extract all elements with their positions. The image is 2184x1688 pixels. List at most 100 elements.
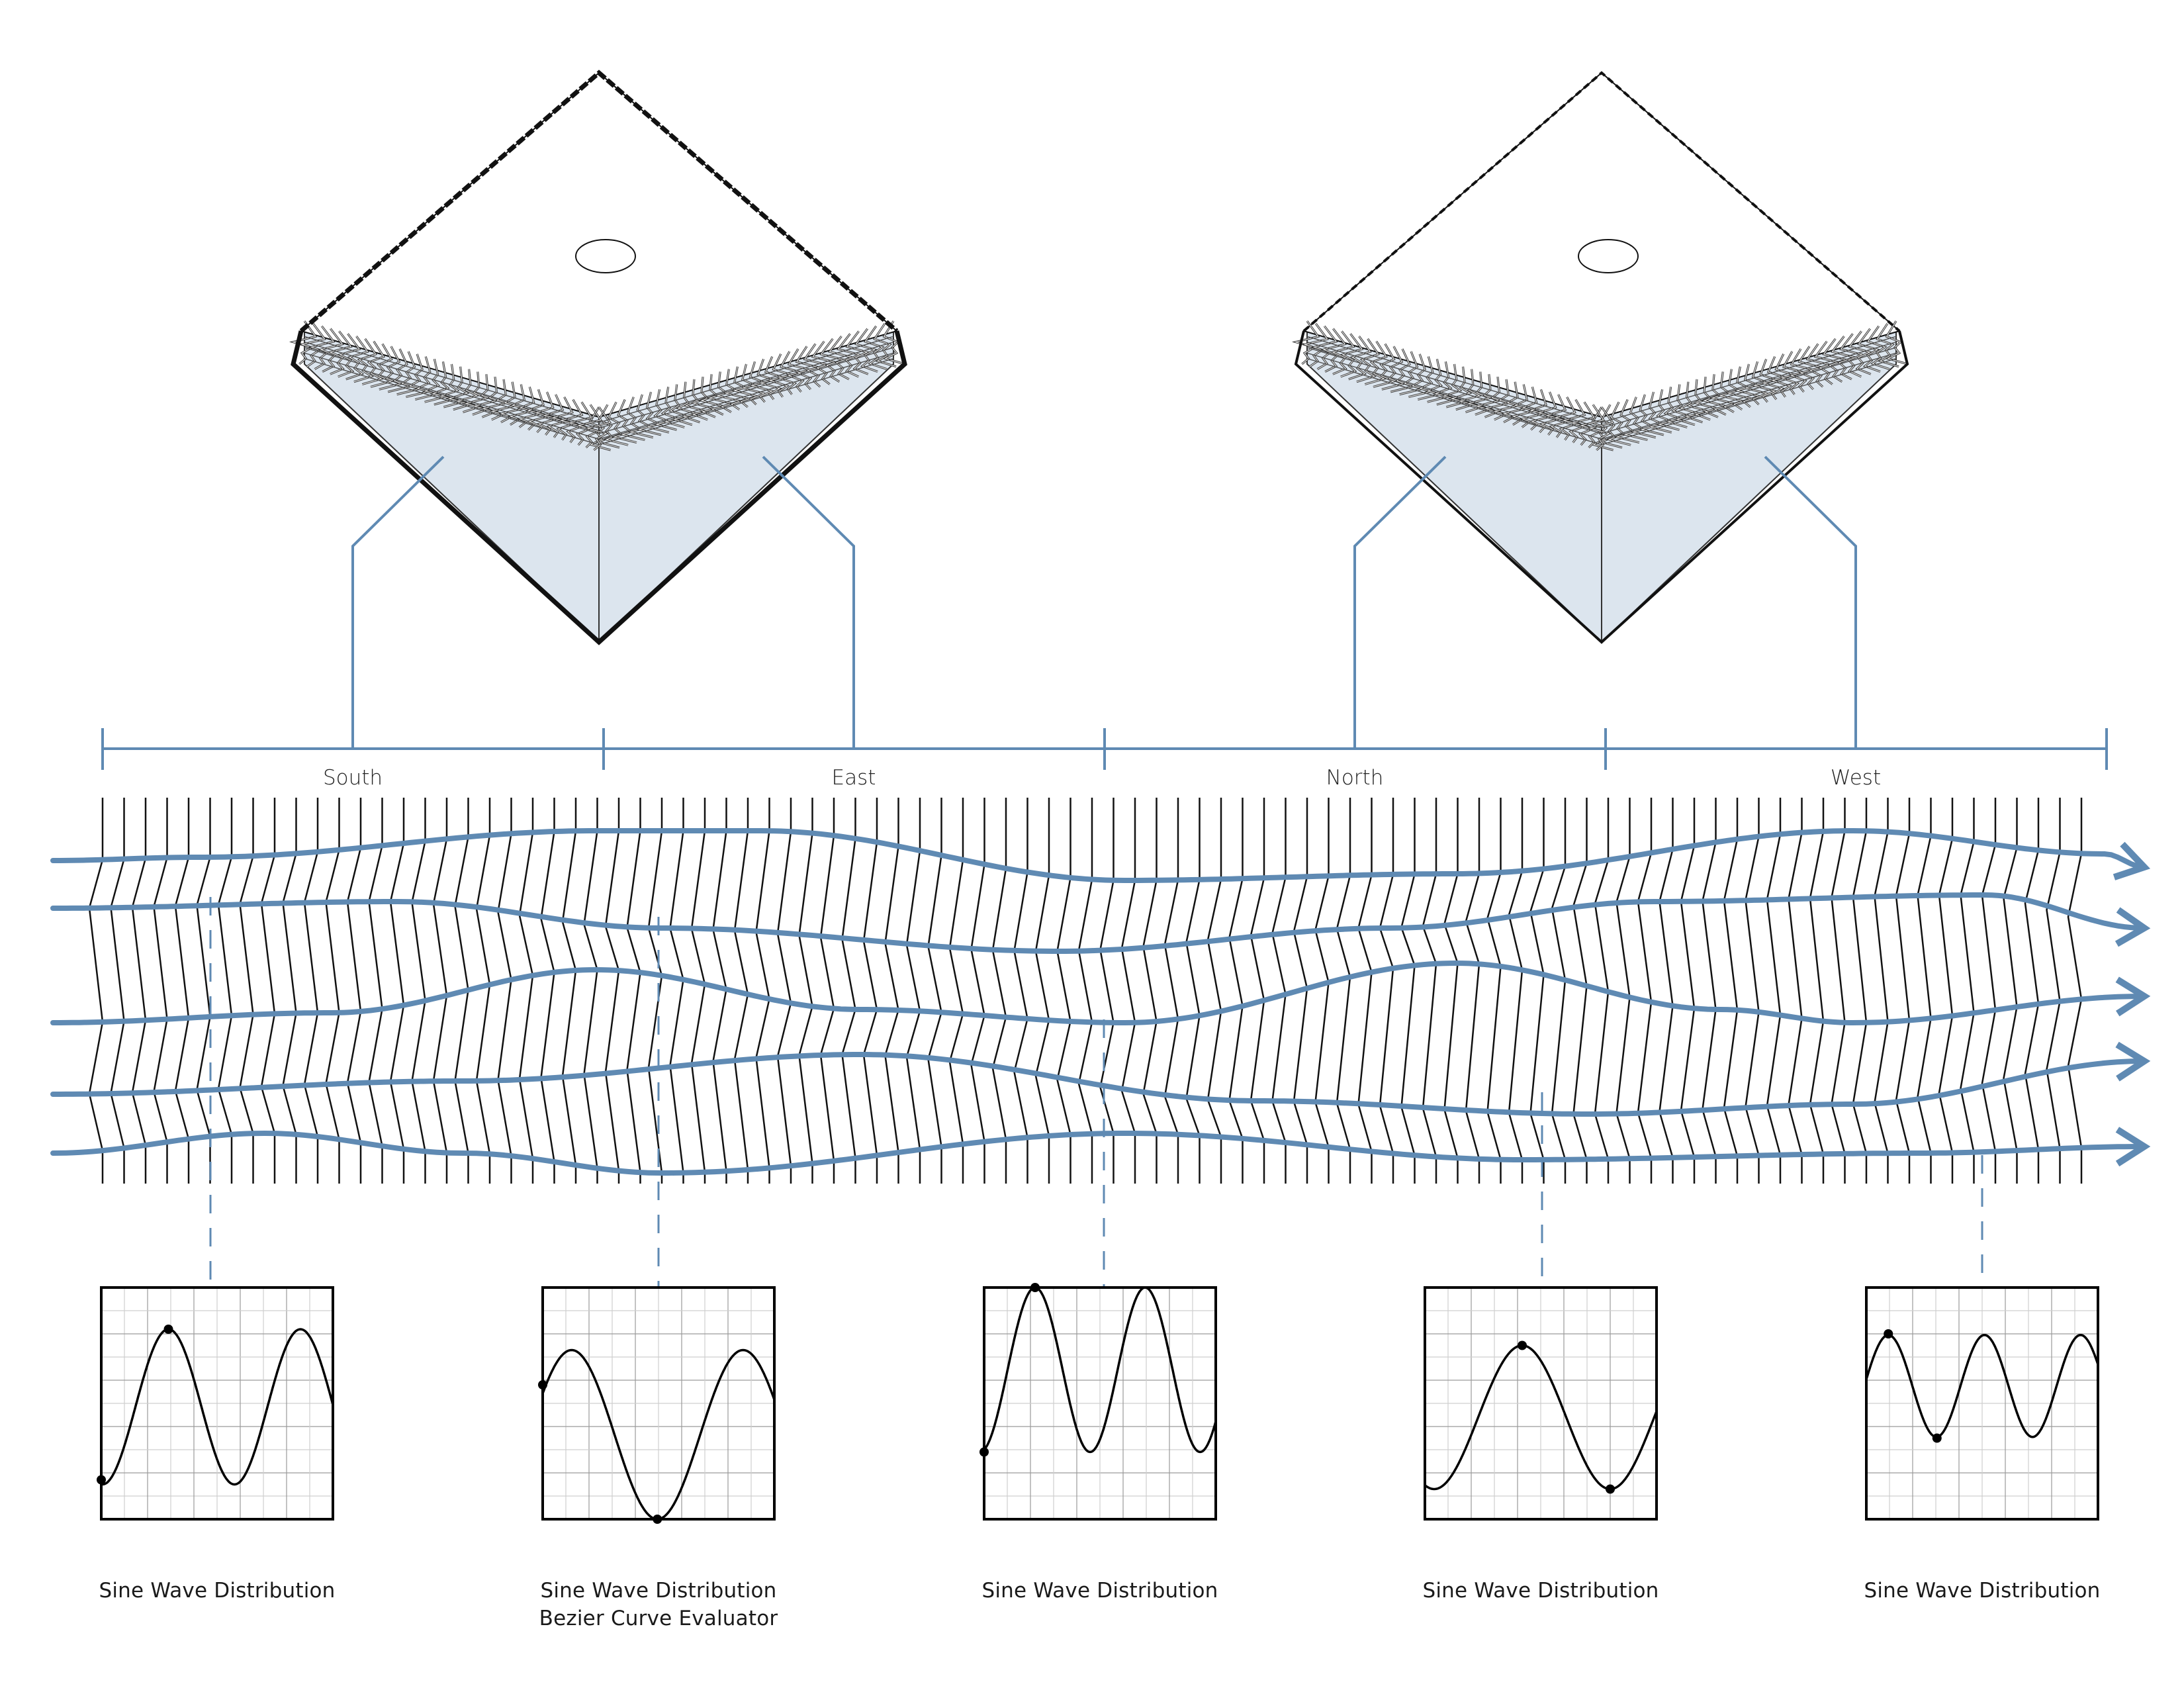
facade-fin	[991, 798, 1007, 1184]
facade-fin	[1831, 798, 1846, 1184]
facade-fin	[1013, 798, 1028, 1184]
wall-fin-highlight	[855, 328, 878, 372]
wall-fin-highlight	[1762, 356, 1788, 400]
sine-chart-5	[1865, 1286, 2099, 1521]
chart-frame	[100, 1286, 334, 1521]
facade-fins	[88, 798, 2083, 1184]
data-point-marker	[97, 1475, 106, 1485]
data-point-marker	[1932, 1433, 1942, 1443]
wall-fin-highlight	[743, 361, 766, 405]
wall-fin-highlight	[1632, 394, 1656, 438]
floor-line	[1306, 341, 1897, 429]
sine-chart-1	[97, 1286, 334, 1521]
data-point-marker	[1606, 1484, 1615, 1494]
wall-fin-highlight	[1332, 330, 1355, 375]
facade-fin	[1034, 798, 1050, 1184]
flow-curve	[50, 1130, 2147, 1176]
facade-fin	[798, 798, 813, 1184]
facade-fin	[1874, 798, 1889, 1184]
sine-charts	[97, 1283, 2099, 1524]
chart-frame	[1424, 1286, 1658, 1521]
sine-chart-3	[979, 1283, 1217, 1521]
wall-fin-highlight	[647, 389, 670, 433]
facade-fin	[1788, 798, 1803, 1184]
facade-fin	[819, 798, 835, 1184]
wall-fin-highlight	[664, 384, 690, 428]
flow-curves	[50, 828, 2151, 1176]
sine-curve	[983, 1286, 1217, 1454]
facade-fin	[1142, 798, 1158, 1184]
facade-fin	[1465, 798, 1480, 1184]
flow-curve	[50, 828, 2147, 883]
wall-fin-highlight	[1666, 384, 1692, 428]
wall-fin-highlight	[829, 336, 853, 380]
facade-fin	[1766, 798, 1782, 1184]
wall-fin-highlight	[1615, 399, 1640, 444]
wall-fin-highlight	[1640, 391, 1664, 436]
facade-fin	[755, 798, 770, 1184]
caption-chart-4: Sine Wave Distribution	[1375, 1577, 1706, 1605]
arrow-head-icon	[2115, 907, 2151, 947]
facade-fin	[1572, 798, 1588, 1184]
facade-fin	[475, 798, 491, 1184]
facade-fin	[905, 798, 921, 1184]
orientation-ruler: South East North West	[101, 728, 2108, 790]
caption-line: Sine Wave Distribution	[99, 1579, 336, 1603]
facade-fin	[690, 798, 706, 1184]
facade-fin	[1745, 798, 1760, 1184]
wall-fin-highlight	[1340, 333, 1363, 377]
building-b	[1291, 71, 1909, 644]
ruler-label-south: South	[323, 766, 383, 790]
caption-line: Sine Wave Distribution	[540, 1579, 777, 1603]
facade-fin	[346, 798, 362, 1184]
facade-fin	[1702, 798, 1717, 1184]
wall-fin-highlight	[1831, 336, 1856, 380]
caption-line: Sine Wave Distribution	[981, 1579, 1218, 1603]
facade-fin	[1680, 798, 1696, 1184]
wall-fin-highlight	[1867, 326, 1890, 370]
wall-fin-highlight	[759, 356, 785, 400]
facade-fin	[1400, 798, 1416, 1184]
wall-fin-highlight	[820, 338, 845, 383]
facade-fin	[2003, 798, 2018, 1184]
flow-curve	[50, 960, 2147, 1026]
wall-fin-highlight	[1823, 338, 1848, 383]
facade-fin	[884, 798, 899, 1184]
facade-fin	[1852, 798, 1868, 1184]
facade-fin	[1185, 798, 1201, 1184]
wall-fin-highlight	[629, 394, 653, 438]
facade-fin	[411, 798, 426, 1184]
data-point-marker	[538, 1380, 547, 1389]
facade-fin	[1163, 798, 1179, 1184]
arrow-head-icon	[2113, 841, 2151, 880]
facade-fin	[110, 798, 125, 1184]
wall-fin-highlight	[733, 363, 758, 408]
facade-fin	[1314, 798, 1330, 1184]
data-point-marker	[1518, 1340, 1527, 1350]
wall-fin-highlight	[1657, 387, 1682, 430]
wall-fin-highlight	[353, 338, 377, 383]
facade-fin	[389, 798, 405, 1184]
facade-fin	[626, 798, 641, 1184]
facade-fin	[669, 798, 684, 1184]
wall-fin-highlight	[1348, 336, 1371, 380]
leader-line	[1764, 455, 1857, 749]
wall-fin-highlight	[329, 330, 352, 375]
building-a	[289, 70, 907, 645]
data-point-marker	[163, 1325, 173, 1334]
floor-line	[1306, 336, 1897, 424]
roof-edge	[1302, 71, 1901, 332]
wall-fin-highlight	[338, 333, 360, 377]
arrow-head-icon	[2115, 1127, 2151, 1167]
facade-fin	[841, 798, 856, 1184]
chart-frame	[983, 1286, 1217, 1521]
wall-fin-highlight	[1735, 363, 1760, 408]
facade-fin	[1206, 798, 1222, 1184]
arrow-head-icon	[2115, 1041, 2151, 1082]
wall-fin-highlight	[1623, 397, 1648, 441]
wall-fin-highlight	[846, 330, 869, 375]
floor-line	[304, 352, 894, 440]
facade-fin	[1422, 798, 1437, 1184]
caption-chart-2: Sine Wave Distribution Bezier Curve Eval…	[493, 1577, 824, 1632]
caption-chart-1: Sine Wave Distribution	[52, 1577, 383, 1605]
